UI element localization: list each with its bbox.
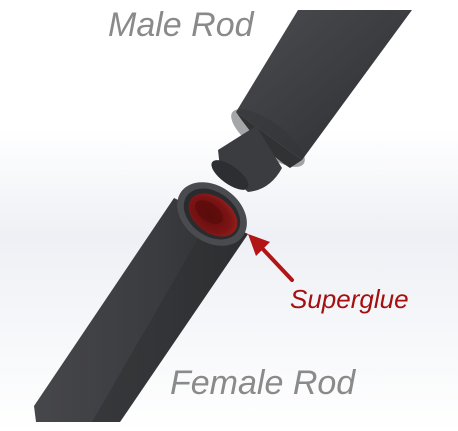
male-rod-label: Male Rod — [108, 6, 254, 44]
male-rod — [211, 10, 412, 192]
female-rod-label: Female Rod — [170, 364, 356, 402]
superglue-label: Superglue — [290, 284, 409, 314]
superglue-arrow — [248, 234, 294, 282]
female-rod — [34, 182, 248, 422]
